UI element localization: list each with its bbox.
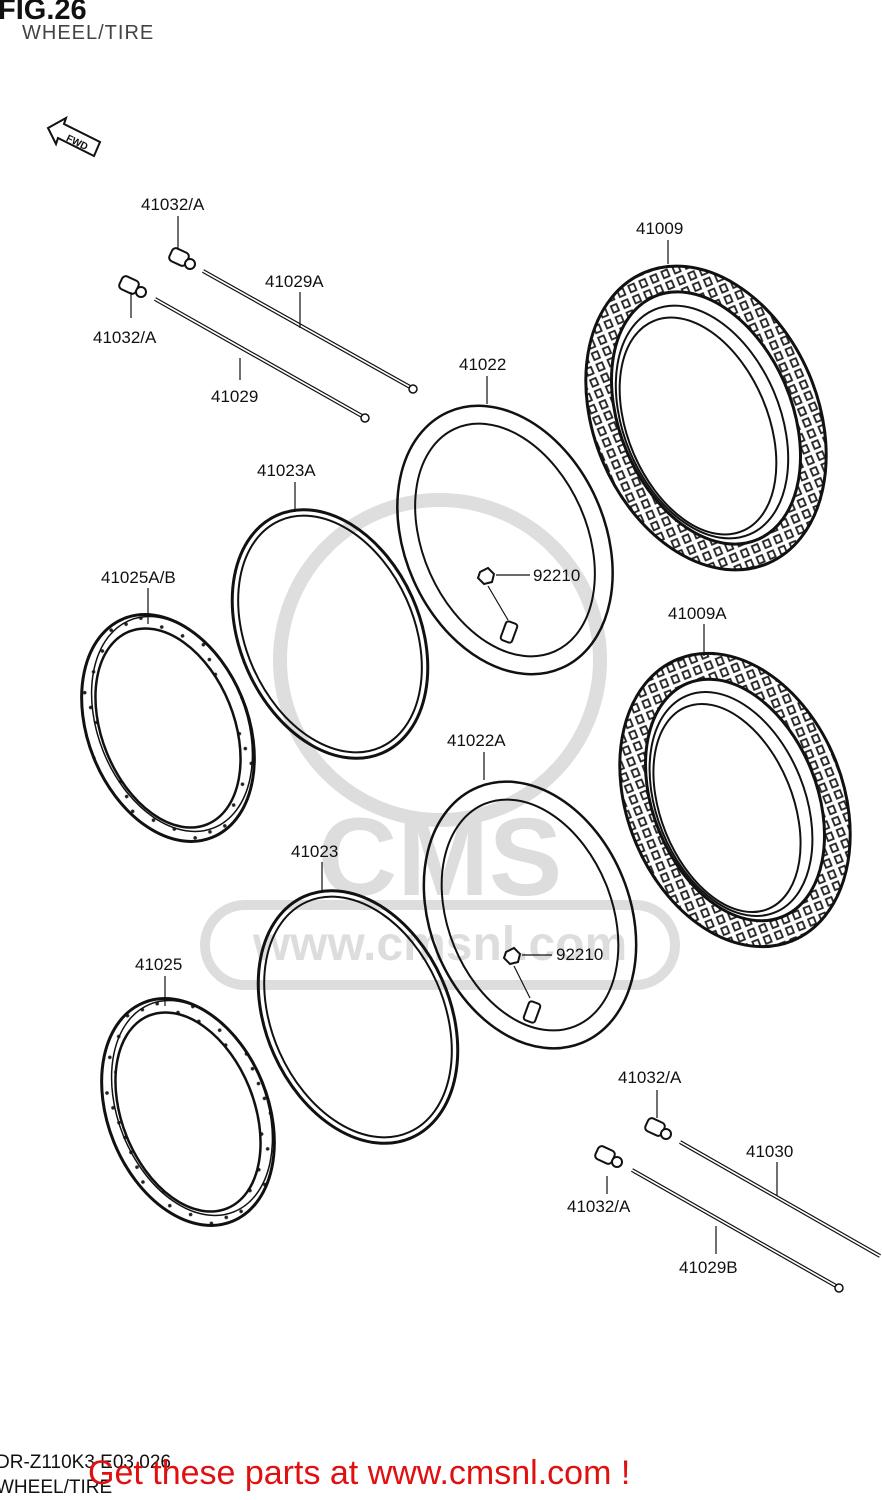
footer-subtitle: WHEEL/TIRE xyxy=(0,1477,113,1498)
label-41022a: 41022A xyxy=(447,731,506,750)
label-41009: 41009 xyxy=(636,219,684,238)
label-41025: 41025 xyxy=(135,955,183,974)
valve-stem-lower-1 xyxy=(644,1117,672,1140)
label-41032a-lower-1: 41032/A xyxy=(618,1068,682,1087)
label-41022: 41022 xyxy=(459,355,507,374)
label-41030: 41030 xyxy=(746,1142,794,1161)
spoke-41029b xyxy=(631,1168,844,1293)
valve-stem-lower-2 xyxy=(594,1145,623,1168)
label-41029b: 41029B xyxy=(679,1258,738,1277)
tire-41009a xyxy=(618,651,852,949)
label-41029: 41029 xyxy=(211,387,259,406)
label-41029a: 41029A xyxy=(265,272,324,291)
valve-stem-mid xyxy=(118,275,147,298)
rim-41025 xyxy=(100,997,276,1227)
label-41009a: 41009A xyxy=(668,604,727,623)
fwd-arrow-icon: FWD xyxy=(46,115,102,158)
tire-41009 xyxy=(584,264,828,572)
nut-92210-bottom xyxy=(502,946,552,1024)
spoke-41030 xyxy=(679,1140,881,1258)
tube-41022 xyxy=(396,404,614,676)
nut-92210-top xyxy=(476,566,530,644)
tube-41022a xyxy=(422,780,638,1050)
rim-41025ab xyxy=(80,613,256,843)
label-41023: 41023 xyxy=(291,842,339,861)
label-41032a-lower-2: 41032/A xyxy=(567,1197,631,1216)
rim-band-41023 xyxy=(256,889,460,1145)
promo-link[interactable]: Get these parts at www.cmsnl.com ! xyxy=(88,1454,631,1492)
label-41032a-mid: 41032/A xyxy=(93,328,157,347)
label-92210-top: 92210 xyxy=(533,566,581,585)
label-92210-bottom: 92210 xyxy=(556,945,604,964)
watermark-logo: CMS xyxy=(318,796,562,919)
figure-number: FIG.26 xyxy=(0,0,87,26)
figure-subtitle: WHEEL/TIRE xyxy=(22,22,155,44)
rim-band-41023a xyxy=(230,508,430,760)
label-41023a: 41023A xyxy=(257,461,316,480)
spoke-41029 xyxy=(154,297,370,423)
valve-stem-top xyxy=(168,247,196,270)
label-41025ab: 41025A/B xyxy=(101,568,176,587)
watermark: CMS www.cmsnl.com xyxy=(200,493,680,990)
footer-model-code: DR-Z110K3 E03 026 xyxy=(0,1452,171,1473)
label-41032a-top: 41032/A xyxy=(141,195,205,214)
spoke-41029a xyxy=(202,269,418,394)
watermark-url: www.cmsnl.com xyxy=(252,918,627,971)
leader-lines xyxy=(130,216,778,1254)
